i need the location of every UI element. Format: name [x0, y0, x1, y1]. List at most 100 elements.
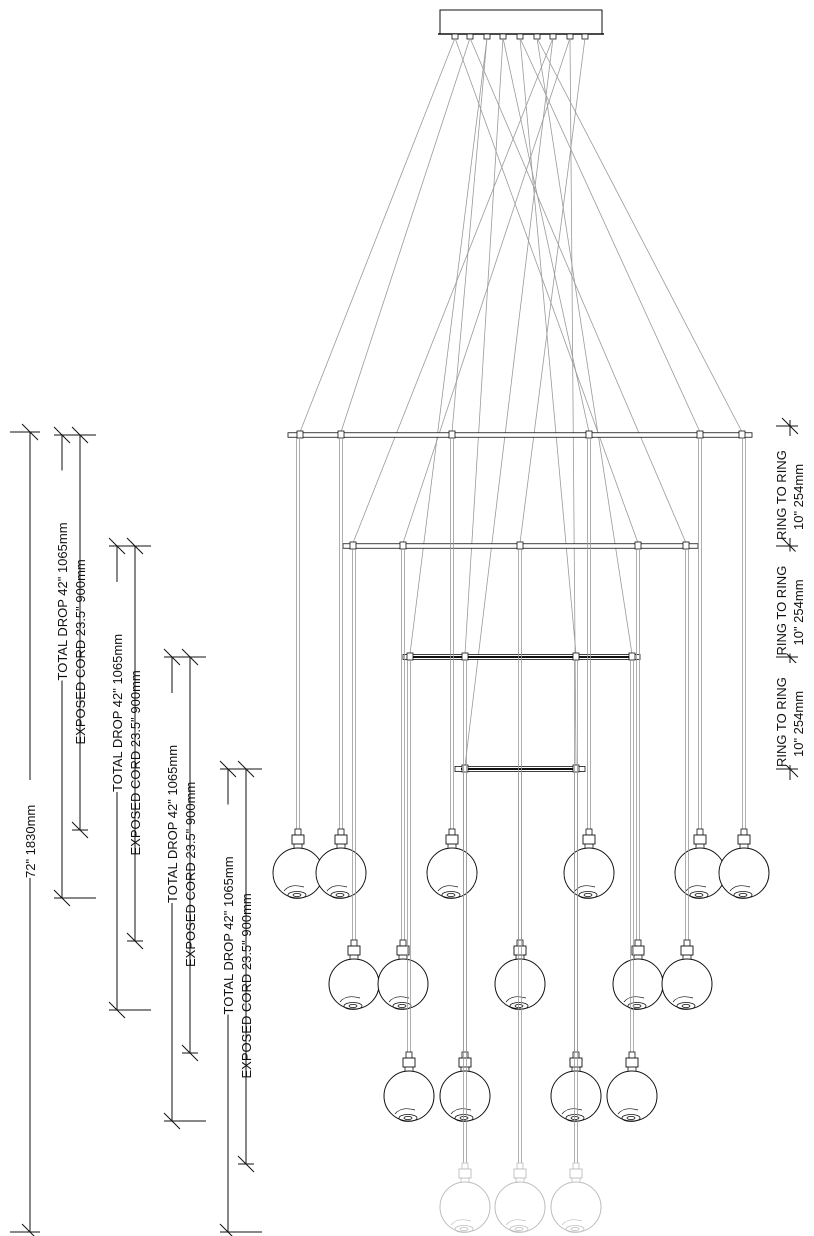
- socket-cap: [399, 939, 407, 947]
- socket: [569, 1057, 583, 1068]
- globe-reflection: [388, 996, 410, 1003]
- pendants: [272, 438, 770, 1233]
- globe-reflection: [583, 893, 593, 897]
- globe-reflection: [676, 1002, 696, 1010]
- glass-globe: [550, 1181, 602, 1233]
- dimension-tick: [53, 889, 71, 907]
- label-mask: [766, 436, 806, 538]
- globe-reflection: [397, 1004, 407, 1008]
- ring-hook: [572, 764, 580, 773]
- socket: [458, 1168, 472, 1179]
- dimension-tick: [53, 426, 71, 444]
- ring-to-ring-value: 10" 254mm: [791, 579, 806, 645]
- ring-hook: [738, 430, 746, 439]
- globe-reflection: [505, 996, 527, 1003]
- dimension-tick: [71, 426, 89, 444]
- globe-reflection: [505, 1219, 527, 1226]
- glass-globe: [718, 847, 770, 899]
- pendant-globe: [377, 549, 429, 1010]
- socket: [625, 1057, 639, 1068]
- ring-hook: [448, 430, 456, 439]
- overall-dimension-label: 72" 1830mm: [23, 805, 38, 878]
- dimension-tick: [126, 932, 144, 950]
- ring-hook: [585, 430, 593, 439]
- suspension-cable: [519, 37, 586, 544]
- globe-reflection: [632, 1004, 642, 1008]
- socket: [737, 834, 751, 845]
- glass-globe: [315, 847, 367, 899]
- ring-hook: [516, 541, 524, 550]
- dimension-tick: [163, 648, 181, 666]
- socket: [631, 945, 645, 956]
- globe-reflection: [459, 1116, 469, 1120]
- globe-reflection: [578, 891, 598, 899]
- dimension-tick: [181, 1044, 199, 1062]
- globe-reflection: [403, 1116, 413, 1120]
- globe-reflection: [738, 893, 748, 897]
- pendant-globe: [383, 660, 435, 1122]
- socket: [513, 1168, 527, 1179]
- dimension-tick: [108, 1001, 126, 1019]
- pendant-globe: [272, 438, 324, 899]
- glass-globe: [674, 847, 726, 899]
- socket: [680, 945, 694, 956]
- exposed-cord-label: EXPOSED CORD 23.5" 900mm: [183, 782, 198, 967]
- socket: [582, 834, 596, 845]
- globe-reflection: [561, 1219, 583, 1226]
- dimension-tick: [163, 1112, 181, 1130]
- socket-cap: [572, 1051, 580, 1059]
- dimension-tick: [219, 1223, 233, 1236]
- globe-reflection: [287, 891, 307, 899]
- globe-reflection: [330, 891, 350, 899]
- dimension-tick: [237, 1155, 255, 1173]
- socket: [693, 834, 707, 845]
- globe-reflection: [392, 1002, 412, 1010]
- dimension-tick: [181, 648, 199, 666]
- ring-hook: [337, 430, 345, 439]
- globe-reflection: [398, 1114, 418, 1122]
- socket-cap: [350, 939, 358, 947]
- globe-reflection: [733, 891, 753, 899]
- socket-cap: [696, 828, 704, 836]
- label-mask: [216, 804, 250, 1015]
- socket: [402, 1057, 416, 1068]
- ring-hook: [406, 652, 414, 661]
- total-drop-label: TOTAL DROP 42" 1065mm: [165, 745, 180, 903]
- pendant-globe: [661, 549, 713, 1010]
- ring-hook: [461, 764, 469, 773]
- globe-reflection: [689, 891, 709, 899]
- socket: [347, 945, 361, 956]
- glass-globe: [606, 1070, 658, 1122]
- suspension-cable: [569, 37, 577, 767]
- globe-reflection: [509, 1225, 529, 1233]
- exposed-cord-label: EXPOSED CORD 23.5" 900mm: [239, 893, 254, 1078]
- pendant-globe: [315, 438, 367, 899]
- ring-to-ring-value: 10" 254mm: [791, 464, 806, 530]
- globe-reflection: [681, 1004, 691, 1008]
- total-drop-label: TOTAL DROP 42" 1065mm: [110, 634, 125, 792]
- pendant-globe: [426, 438, 478, 899]
- exposed-cord-label: EXPOSED CORD 23.5" 900mm: [73, 559, 88, 744]
- globe-reflection: [514, 1227, 524, 1231]
- pendant-globe: [328, 549, 380, 1010]
- glass-globe: [439, 1070, 491, 1122]
- suspension-cable: [536, 37, 743, 433]
- globe-reflection: [335, 893, 345, 897]
- glass-globe: [328, 958, 380, 1010]
- socket-cap: [448, 828, 456, 836]
- ring-hook: [296, 430, 304, 439]
- suspension-cable: [469, 37, 687, 544]
- socket: [291, 834, 305, 845]
- glass-globe: [439, 1181, 491, 1233]
- pendant-globe: [718, 438, 770, 899]
- globe-reflection: [437, 885, 459, 892]
- suspension-cable: [464, 37, 554, 767]
- ring-bar: [287, 432, 753, 438]
- ring-2: [342, 541, 699, 550]
- socket-cap: [585, 828, 593, 836]
- pendant-globe: [674, 438, 726, 899]
- label-mask: [766, 663, 806, 765]
- dimension-tick: [781, 537, 799, 555]
